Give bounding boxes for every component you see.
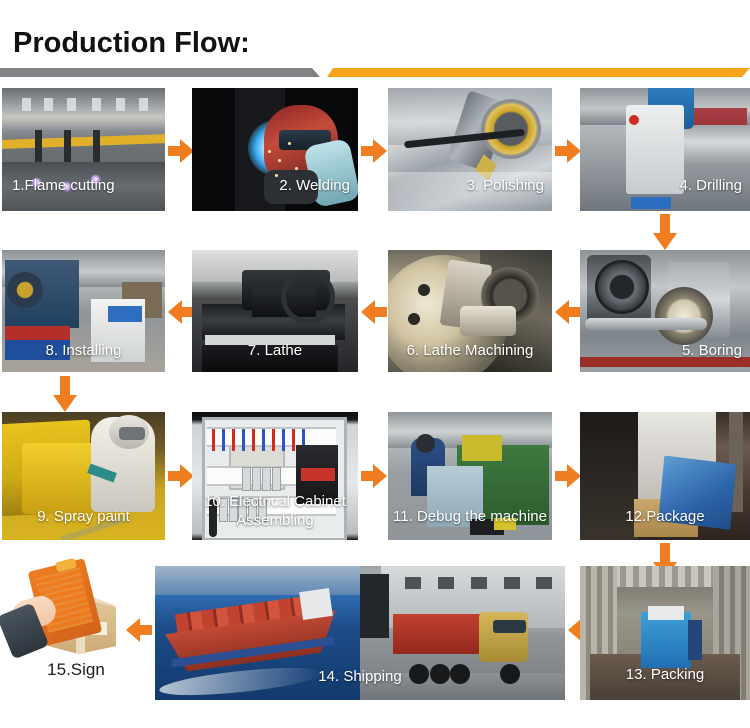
step-caption-3: 3. Polishing xyxy=(466,177,544,194)
step-card-14[interactable]: 14. Shipping xyxy=(155,566,565,700)
step-caption-13: 13. Packing xyxy=(625,666,705,683)
step-caption-11: 11. Debug the machine xyxy=(393,508,547,525)
drilling-photo xyxy=(580,88,750,211)
step-card-3[interactable]: 3. Polishing xyxy=(388,88,552,211)
step-card-2[interactable]: 2. Welding xyxy=(192,88,358,211)
debug-machine-photo xyxy=(388,412,552,540)
welding-photo xyxy=(192,88,358,211)
lathe-photo xyxy=(192,250,358,372)
step-card-4[interactable]: 4. Drilling xyxy=(580,88,750,211)
polishing-photo xyxy=(388,88,552,211)
spray-paint-photo xyxy=(2,412,165,540)
arrow-5-to-6 xyxy=(555,300,581,324)
step-card-8[interactable]: 8. Installing xyxy=(2,250,165,372)
shipping-vessel-photo xyxy=(155,566,360,700)
arrow-8-to-9 xyxy=(53,376,77,412)
header: Production Flow: xyxy=(0,0,750,80)
header-divider-gray xyxy=(0,68,320,77)
arrow-14-to-15 xyxy=(126,618,152,642)
step-caption-9: 9. Spray paint xyxy=(37,508,130,525)
arrow-4-to-5 xyxy=(653,214,677,250)
step-caption-7: 7. Lathe xyxy=(247,342,303,359)
step-card-12[interactable]: 12.Package xyxy=(580,412,750,540)
step-card-7[interactable]: 7. Lathe xyxy=(192,250,358,372)
lathe-machining-photo xyxy=(388,250,552,372)
arrow-6-to-7 xyxy=(361,300,387,324)
step-caption-12: 12.Package xyxy=(625,508,705,525)
step-caption-5: 5. Boring xyxy=(681,342,742,359)
step-caption-2: 2. Welding xyxy=(279,177,350,194)
step-caption-4: 4. Drilling xyxy=(679,177,742,194)
step-caption-1: 1.Flame cutting xyxy=(12,177,115,194)
arrow-10-to-11 xyxy=(361,464,387,488)
flame-cutting-photo xyxy=(2,88,165,211)
step-card-5[interactable]: 5. Boring xyxy=(580,250,750,372)
package-photo xyxy=(580,412,750,540)
arrow-11-to-12 xyxy=(555,464,581,488)
step-caption-8: 8. Installing xyxy=(45,342,122,359)
arrow-1-to-2 xyxy=(168,139,194,163)
step-caption-14: 14. Shipping xyxy=(318,668,402,685)
step-caption-10: 10. Electrical Cabinet Assembling xyxy=(204,493,346,529)
arrow-2-to-3 xyxy=(361,139,387,163)
electrical-cabinet-photo xyxy=(192,412,358,540)
step-card-15[interactable] xyxy=(0,557,146,672)
page-title: Production Flow: xyxy=(13,27,250,59)
step-card-6[interactable]: 6. Lathe Machining xyxy=(388,250,552,372)
step-caption-6: 6. Lathe Machining xyxy=(406,342,534,359)
step-card-10[interactable]: 10. Electrical Cabinet Assembling xyxy=(192,412,358,540)
boring-photo xyxy=(580,250,750,372)
header-divider-orange xyxy=(327,68,750,77)
step-card-9[interactable]: 9. Spray paint xyxy=(2,412,165,540)
packing-photo xyxy=(580,566,750,700)
step-card-13[interactable]: 13. Packing xyxy=(580,566,750,700)
installing-photo xyxy=(2,250,165,372)
arrow-3-to-4 xyxy=(555,139,581,163)
step-card-1[interactable]: 1.Flame cutting xyxy=(2,88,165,211)
step-card-11[interactable]: 11. Debug the machine xyxy=(388,412,552,540)
arrow-9-to-10 xyxy=(168,464,194,488)
step-caption-15: 15.Sign xyxy=(47,660,105,679)
shipping-truck-photo xyxy=(360,566,565,700)
arrow-7-to-8 xyxy=(168,300,194,324)
